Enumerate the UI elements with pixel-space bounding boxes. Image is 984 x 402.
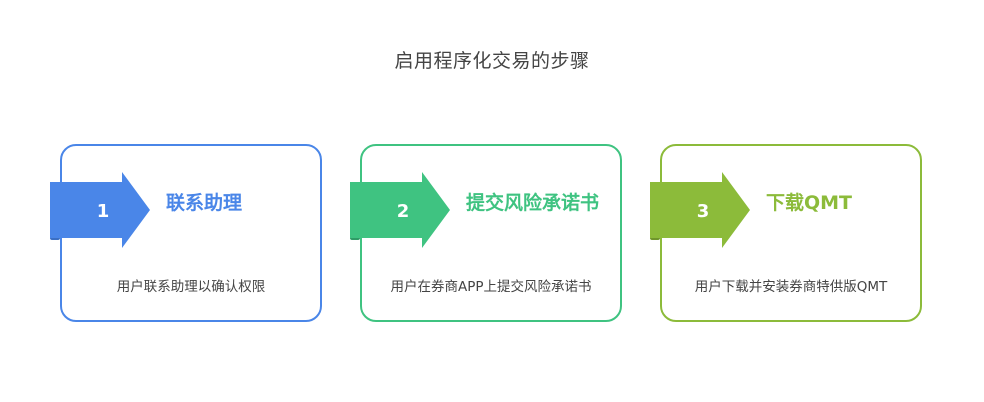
step-title-3: 下载QMT (766, 192, 853, 214)
step-arrow-1 (50, 172, 150, 248)
step-description-1: 用户联系助理以确认权限 (116, 279, 266, 295)
step-card-1: 1 联系助理 用户联系助理以确认权限 (50, 144, 322, 322)
step-description-3: 用户下载并安装券商特供版QMT (694, 279, 888, 295)
step-title-1: 联系助理 (166, 192, 243, 214)
step-card-3: 3 下载QMT 用户下载并安装券商特供版QMT (650, 144, 922, 322)
step-title-2: 提交风险承诺书 (466, 192, 600, 214)
step-arrow-3 (650, 172, 750, 248)
step-card-2: 2 提交风险承诺书 用户在券商APP上提交风险承诺书 (350, 144, 622, 322)
step-number-2: 2 (396, 201, 410, 222)
step-number-3: 3 (696, 201, 710, 222)
step-number-1: 1 (96, 201, 110, 222)
step-description-2: 用户在券商APP上提交风险承诺书 (390, 279, 592, 295)
diagram-title: 启用程序化交易的步骤 (394, 50, 590, 72)
step-arrow-2 (350, 172, 450, 248)
